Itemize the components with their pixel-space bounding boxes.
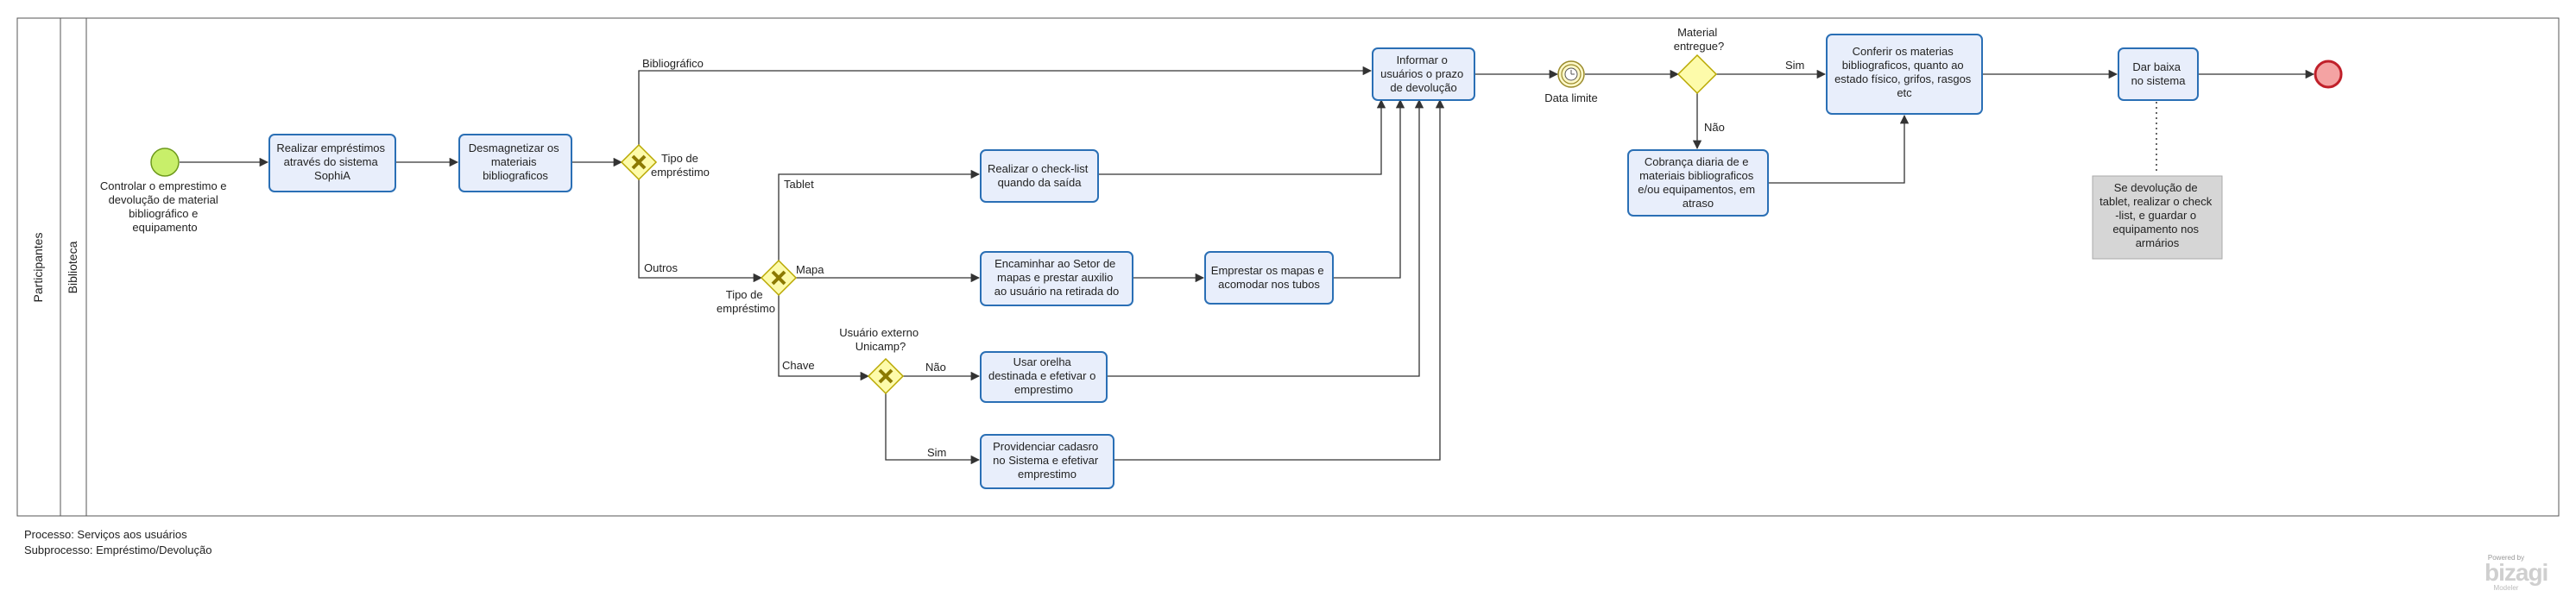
gateway-tipo-emprestimo-1-label: Tipo de empréstimo [651, 152, 710, 179]
flow-orelha-to-informar [1107, 98, 1424, 377]
brand-powered: Powered by [2487, 554, 2525, 562]
label-nao-entregue: Não [1704, 121, 1725, 134]
task-check-list[interactable]: Realizar o check-list quando da saída [980, 149, 1099, 203]
gateway-tipo-emprestimo-1[interactable] [620, 143, 658, 181]
task-emprestar-mapas[interactable]: Emprestar os mapas e acomodar nos tubos [1204, 251, 1334, 305]
svg-text:Conferir os materias bib: Conferir os materias bibliograficos, qua… [1834, 45, 1974, 99]
task-desmagnetizar[interactable]: Desmagnetizar os materiais bibliografico… [458, 134, 572, 192]
brand-edition: Modeler [2493, 584, 2519, 592]
label-bibliografico: Bibliográfico [642, 57, 704, 70]
timer-event[interactable] [1557, 60, 1585, 88]
gateway-tipo-emprestimo-2[interactable] [760, 259, 798, 297]
label-nao-externo: Não [925, 361, 946, 374]
svg-text:Realizar empréstimos atr: Realizar empréstimos através do sistema … [276, 141, 388, 182]
task-conferir[interactable]: Conferir os materias bibliograficos, qua… [1826, 34, 1983, 115]
lane-label: Biblioteca [66, 241, 79, 293]
flow-labels: Bibliográfico Outros Tablet Mapa Chave N… [642, 57, 1804, 459]
flow-bibliografico [638, 66, 1373, 145]
label-outros: Outros [644, 261, 679, 274]
brand-name: bizagi [2484, 559, 2548, 586]
flow-cobranca-to-conferir [1768, 114, 1910, 184]
footer-subprocesso: Subprocesso: Empréstimo/Devolução [24, 544, 212, 556]
gateway-material-entregue[interactable] [1676, 53, 1718, 95]
timer-event-label: Data limite [1544, 91, 1597, 104]
gateway-tipo-emprestimo-2-label: Tipo de empréstimo [717, 288, 775, 315]
end-event[interactable] [2314, 60, 2343, 89]
flow-chave [778, 295, 870, 381]
svg-text:Desmagnetizar os materia: Desmagnetizar os materiais bibliografico… [469, 141, 562, 182]
sequence-flows [180, 66, 2315, 465]
label-sim-externo: Sim [927, 446, 946, 459]
flow-outros [638, 179, 763, 283]
svg-text:Usar orelha destinada e: Usar orelha destinada e efetivar o empre… [988, 355, 1099, 396]
label-tablet: Tablet [784, 178, 814, 191]
flow-tablet [778, 169, 981, 261]
task-providenciar-cadastro[interactable]: Providenciar cadasro no Sistema e efetiv… [980, 434, 1114, 489]
footer-processo: Processo: Serviços aos usuários [24, 528, 187, 541]
gateway-material-entregue-label: Material entregue? [1674, 26, 1725, 53]
svg-text:Emprestar os mapas e aco: Emprestar os mapas e acomodar nos tubos [1211, 264, 1327, 291]
svg-text:Se devolução de tablet,: Se devolução de tablet, realizar o check… [2099, 181, 2215, 249]
svg-text:Providenciar cadasro no: Providenciar cadasro no Sistema e efetiv… [993, 440, 1102, 481]
label-chave: Chave [782, 359, 815, 372]
task-usar-orelha[interactable]: Usar orelha destinada e efetivar o empre… [980, 351, 1108, 403]
bizagi-logo: Powered by bizagi Modeler [2484, 554, 2548, 592]
svg-text:Informar o usuários o pr: Informar o usuários o prazo de devolução [1380, 53, 1467, 94]
svg-text:Cobrança diaria de e mat: Cobrança diaria de e materiais bibliogra… [1638, 155, 1758, 210]
label-mapa: Mapa [796, 263, 824, 276]
task-encaminhar-mapas[interactable]: Encaminhar ao Setor de mapas e prestar a… [980, 251, 1133, 306]
task-informar-usuarios[interactable]: Informar o usuários o prazo de devolução [1372, 47, 1475, 101]
pool-label: Participantes [31, 233, 45, 303]
start-event[interactable] [150, 148, 180, 177]
svg-text:Encaminhar ao Setor de m: Encaminhar ao Setor de mapas e prestar a… [994, 257, 1120, 298]
task-realizar-emprestimos[interactable]: Realizar empréstimos através do sistema … [268, 134, 396, 192]
flow-cadastro-to-informar [1114, 98, 1445, 461]
flow-sim-externo [885, 393, 981, 465]
gateway-usuario-externo[interactable] [867, 357, 905, 395]
text-annotation[interactable]: Se devolução de tablet, realizar o check… [2092, 175, 2223, 260]
flow-checklist-to-informar [1098, 98, 1386, 175]
label-sim-entregue: Sim [1785, 59, 1804, 72]
task-dar-baixa[interactable]: Dar baixa no sistema [2118, 47, 2199, 101]
svg-text:Dar baixa no sistema: Dar baixa no sistema [2131, 60, 2187, 87]
flow-mapas-to-informar [1333, 98, 1405, 279]
svg-text:Realizar o check-list qu: Realizar o check-list quando da saída [988, 162, 1091, 189]
task-cobranca[interactable]: Cobrança diaria de e materiais bibliogra… [1627, 149, 1769, 217]
gateway-usuario-externo-label: Usuário externo Unicamp? [839, 326, 921, 353]
start-event-label: Controlar o emprestimo e devolução de ma… [100, 179, 230, 234]
